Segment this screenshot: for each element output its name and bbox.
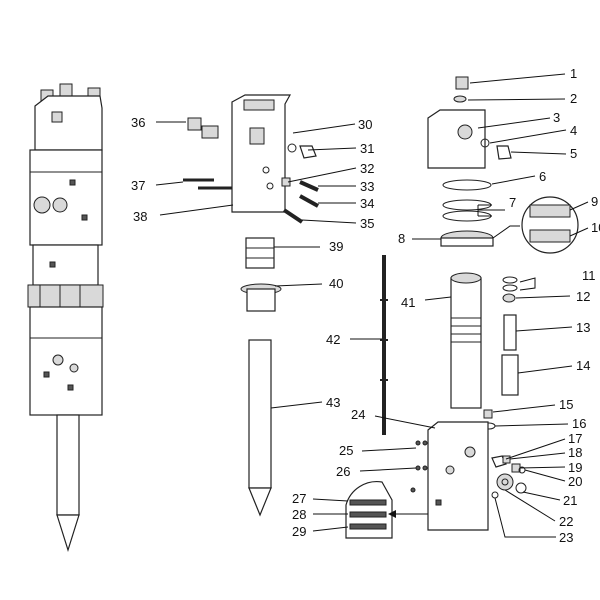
callout-27: 27 — [292, 491, 306, 506]
callout-36: 36 — [131, 115, 145, 130]
callout-25: 25 — [339, 443, 353, 458]
callout-30: 30 — [358, 117, 372, 132]
callout-26: 26 — [336, 464, 350, 479]
callout-19: 19 — [568, 460, 582, 475]
callout-3: 3 — [553, 110, 560, 125]
callout-8: 8 — [398, 231, 405, 246]
callout-6: 6 — [539, 169, 546, 184]
callout-9: 9 — [591, 194, 598, 209]
callout-43: 43 — [326, 395, 340, 410]
callout-32: 32 — [360, 161, 374, 176]
callout-42: 42 — [326, 332, 340, 347]
callout-38: 38 — [133, 209, 147, 224]
callout-13: 13 — [576, 320, 590, 335]
callout-21: 21 — [563, 493, 577, 508]
callout-20: 20 — [568, 474, 582, 489]
callout-11: 11 — [582, 268, 596, 283]
callout-37: 37 — [131, 178, 145, 193]
callout-40: 40 — [329, 276, 343, 291]
parts-column-middle — [183, 94, 388, 517]
callout-31: 31 — [360, 141, 374, 156]
callout-1: 1 — [570, 66, 577, 81]
callout-28: 28 — [292, 507, 306, 522]
callout-14: 14 — [576, 358, 590, 373]
callout-5: 5 — [570, 146, 577, 161]
callout-41: 41 — [401, 295, 415, 310]
callout-12: 12 — [576, 289, 590, 304]
callout-labels: 1 2 3 4 5 6 7 8 9 10 11 12 13 14 15 16 1… — [131, 66, 600, 545]
parts-column-right — [345, 76, 579, 539]
callout-35: 35 — [360, 216, 374, 231]
leader-lines — [155, 73, 589, 538]
callout-7: 7 — [509, 195, 516, 210]
callout-33: 33 — [360, 179, 374, 194]
callout-10: 10 — [591, 220, 600, 235]
callout-15: 15 — [559, 397, 573, 412]
callout-16: 16 — [572, 416, 586, 431]
callout-29: 29 — [292, 524, 306, 539]
assembled-breaker — [27, 83, 104, 553]
callout-34: 34 — [360, 196, 374, 211]
callout-4: 4 — [570, 123, 577, 138]
callout-39: 39 — [329, 239, 343, 254]
callout-18: 18 — [568, 445, 582, 460]
callout-22: 22 — [559, 514, 573, 529]
callout-24: 24 — [351, 407, 365, 422]
callout-2: 2 — [570, 91, 577, 106]
callout-17: 17 — [568, 431, 582, 446]
callout-23: 23 — [559, 530, 573, 545]
